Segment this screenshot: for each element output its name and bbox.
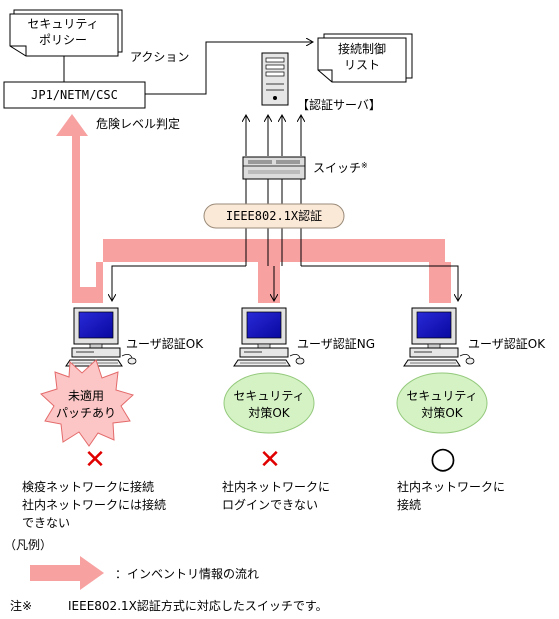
security-ok-label-2: セキュリティ 対策OK: [233, 389, 305, 420]
network-switch: [242, 156, 306, 180]
manager-label: JP1/NETM/CSC: [31, 88, 118, 102]
client-pc-2: [233, 307, 305, 367]
user-auth-label-2: ユーザ認証NG: [297, 337, 376, 351]
unpatched-burst: [40, 359, 134, 447]
protocol-label: IEEE802.1X認証: [225, 209, 323, 223]
computer-base: [409, 347, 459, 358]
security-ok-label-3: セキュリティ 対策OK: [406, 389, 478, 420]
auth-server-label: 【認証サーバ】: [297, 98, 381, 112]
unpatched-badge-label: 未適用 パッチあり: [55, 389, 116, 420]
result-text-2: 社内ネットワークに ログインできない: [222, 480, 331, 512]
monitor: [411, 307, 457, 349]
manager-box: [3, 81, 146, 109]
policy-label: セキュリティ ポリシー: [27, 17, 99, 47]
switch-server-arrows: [246, 115, 301, 156]
result-text-3: 社内ネットワークに 接続: [397, 480, 506, 512]
action-label: アクション: [130, 50, 190, 64]
keyboard: [403, 359, 461, 367]
computer-base: [71, 347, 121, 358]
client-pc-1: [65, 307, 137, 367]
security-ok-ellipse-3: [396, 372, 488, 434]
ok-mark-3: ○: [429, 441, 457, 476]
keyboard: [233, 359, 291, 367]
access-list-label: 接続制御 リスト: [337, 42, 386, 72]
client-pc-3: [403, 307, 475, 367]
security-policy-document: [9, 9, 123, 57]
footnote-mark: 注※: [10, 599, 33, 613]
fail-mark-1: ✕: [84, 445, 106, 475]
computer-base: [239, 347, 289, 358]
switch-label: スイッチ※: [313, 161, 368, 175]
access-list-document: [317, 33, 413, 83]
legend-title: （凡例）: [4, 538, 53, 552]
switch-note-mark: ※: [361, 161, 368, 170]
security-ok-ellipse-2: [223, 372, 315, 434]
mouse: [459, 354, 475, 365]
auth-server-tower: [261, 52, 289, 106]
mouse: [289, 354, 305, 365]
result-text-1: 検疫ネットワークに接続 社内ネットワークには接続 できない: [22, 480, 167, 530]
action-arrow: [145, 42, 313, 95]
risk-level-label: 危険レベル判定: [96, 117, 181, 131]
legend-flow-arrow: [30, 556, 104, 590]
user-auth-label-1: ユーザ認証OK: [126, 337, 204, 351]
footnote-text: IEEE802.1X認証方式に対応したスイッチです。: [68, 599, 328, 613]
legend-flow-label: ：インベントリ情報の流れ: [115, 567, 260, 581]
inventory-flow-arrow: [56, 114, 451, 303]
mouse: [121, 354, 137, 365]
monitor: [241, 307, 287, 349]
user-auth-label-3: ユーザ認証OK: [468, 337, 546, 351]
monitor: [73, 307, 119, 349]
protocol-pill: [203, 203, 345, 229]
client-links: [112, 179, 458, 301]
fail-mark-2: ✕: [259, 445, 281, 475]
